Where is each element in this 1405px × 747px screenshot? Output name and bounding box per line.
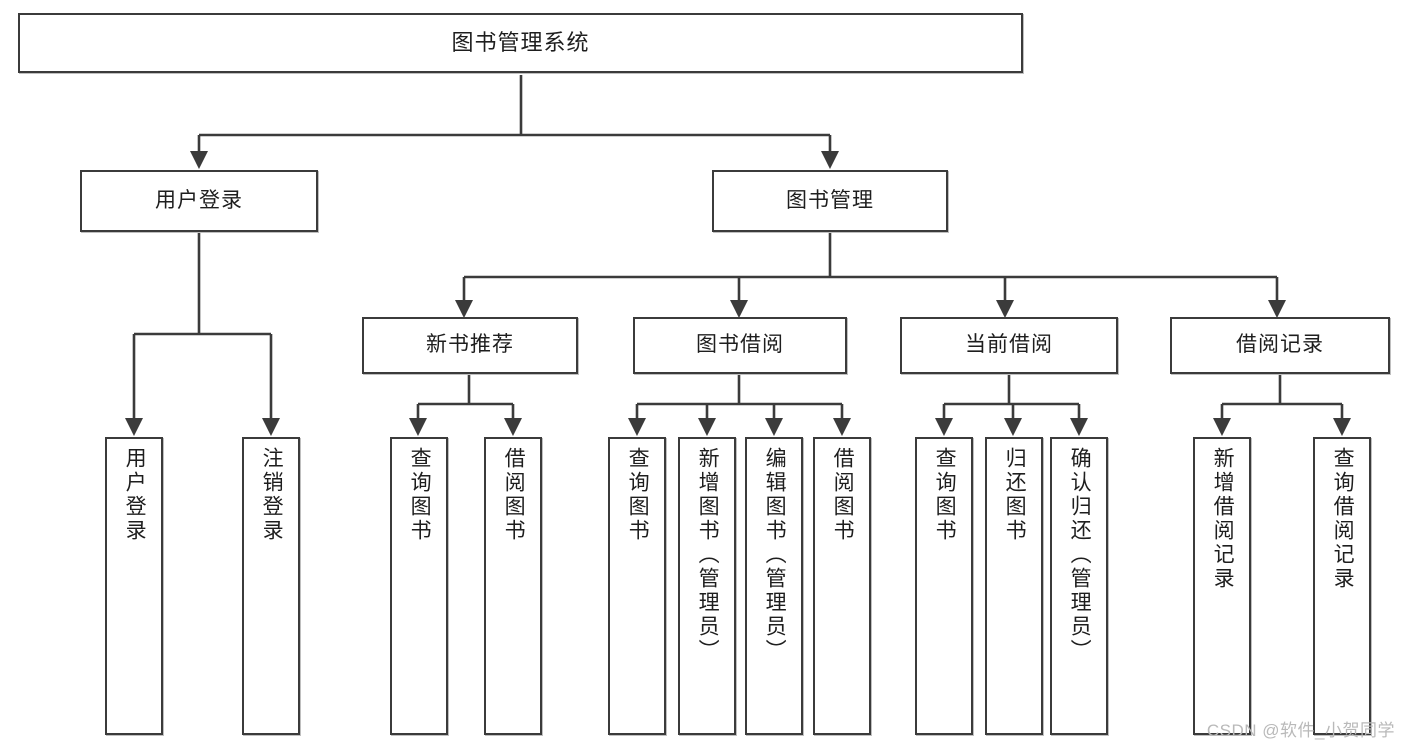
- node-user-login[interactable]: 用户登录: [80, 170, 318, 232]
- node-label: 查询借阅记录: [1331, 447, 1355, 591]
- node-label: 图书管理: [786, 188, 874, 212]
- node-label: 图书管理系统: [451, 30, 590, 56]
- node-label: 查询图书: [408, 447, 432, 543]
- watermark-text: CSDN @软件_小贺同学: [1206, 721, 1395, 740]
- node-book-management[interactable]: 图书管理: [712, 170, 948, 232]
- node-label: 查询图书: [626, 447, 650, 543]
- node-label: 编辑图书（管理员）: [763, 447, 787, 663]
- node-leaf-edit-book[interactable]: 编辑图书（管理员）: [745, 437, 803, 735]
- node-leaf-query-book-borrow[interactable]: 查询图书: [608, 437, 666, 735]
- node-leaf-user-login[interactable]: 用户登录: [105, 437, 163, 735]
- node-label: 注销登录: [260, 447, 284, 543]
- node-label: 借阅图书: [831, 447, 855, 543]
- node-leaf-add-book[interactable]: 新增图书（管理员）: [678, 437, 736, 735]
- node-label: 图书借阅: [696, 333, 784, 357]
- node-label: 归还图书: [1003, 447, 1027, 543]
- node-leaf-logout-login[interactable]: 注销登录: [242, 437, 300, 735]
- node-current-borrow[interactable]: 当前借阅: [900, 317, 1118, 374]
- node-leaf-borrow-book[interactable]: 借阅图书: [813, 437, 871, 735]
- node-label: 借阅图书: [502, 447, 526, 543]
- node-leaf-return-book[interactable]: 归还图书: [985, 437, 1043, 735]
- node-leaf-borrow-book-recommend[interactable]: 借阅图书: [484, 437, 542, 735]
- node-borrow-record[interactable]: 借阅记录: [1170, 317, 1390, 374]
- node-label: 新增图书（管理员）: [696, 447, 720, 663]
- node-leaf-add-borrow-record[interactable]: 新增借阅记录: [1193, 437, 1251, 735]
- node-leaf-query-borrow-record[interactable]: 查询借阅记录: [1313, 437, 1371, 735]
- node-label: 当前借阅: [965, 333, 1053, 357]
- node-new-book-recommend[interactable]: 新书推荐: [362, 317, 578, 374]
- node-label: 新增借阅记录: [1211, 447, 1235, 591]
- node-label: 确认归还（管理员）: [1068, 447, 1092, 663]
- node-book-borrow[interactable]: 图书借阅: [633, 317, 847, 374]
- node-label: 用户登录: [123, 447, 147, 543]
- node-label: 新书推荐: [426, 333, 514, 357]
- node-leaf-confirm-return[interactable]: 确认归还（管理员）: [1050, 437, 1108, 735]
- node-leaf-query-book-current[interactable]: 查询图书: [915, 437, 973, 735]
- node-label: 查询图书: [933, 447, 957, 543]
- node-root-book-management-system[interactable]: 图书管理系统: [18, 13, 1023, 73]
- node-label: 用户登录: [155, 188, 243, 212]
- node-leaf-query-book-recommend[interactable]: 查询图书: [390, 437, 448, 735]
- node-label: 借阅记录: [1236, 333, 1324, 357]
